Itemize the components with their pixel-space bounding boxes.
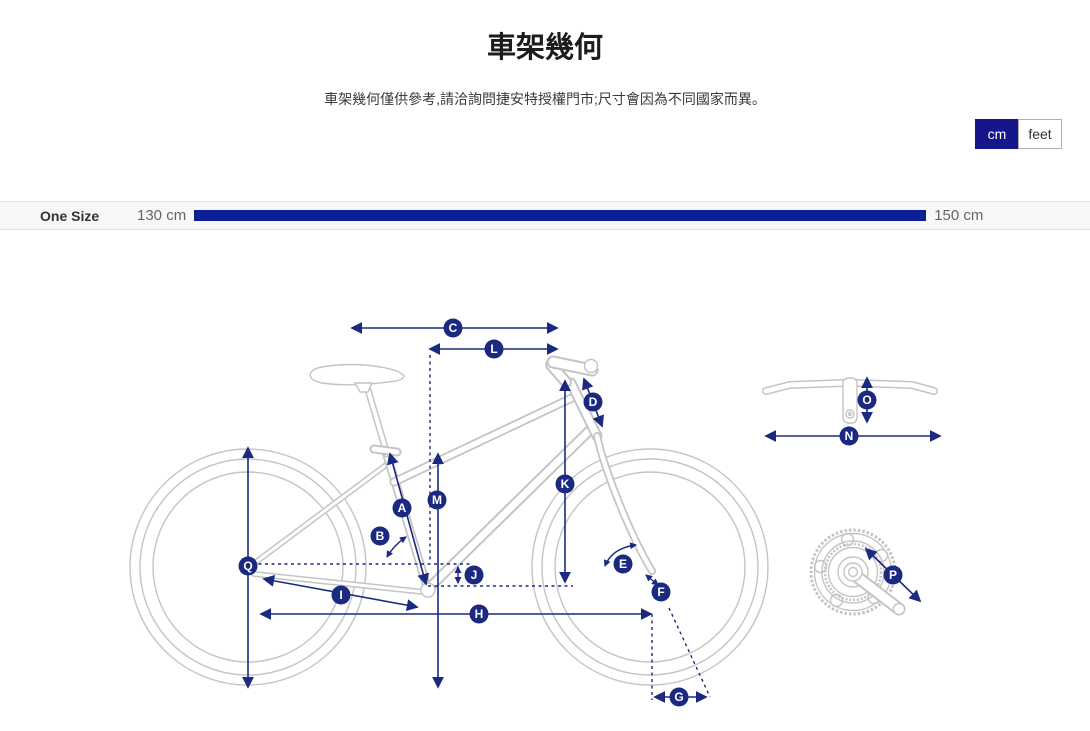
size-name: One Size: [40, 207, 100, 224]
handlebar-front-view: [762, 377, 938, 424]
marker-B: B: [370, 526, 390, 546]
svg-text:K: K: [561, 477, 570, 491]
marker-H: H: [469, 604, 489, 624]
reference-lines: [252, 355, 711, 700]
svg-text:E: E: [619, 557, 627, 571]
marker-E: E: [613, 554, 633, 574]
marker-M: M: [427, 490, 447, 510]
grip-end: [583, 358, 599, 374]
bottom-bracket: [420, 582, 436, 598]
unit-cm-button[interactable]: cm: [975, 119, 1019, 149]
bike-side-view: [129, 355, 769, 686]
marker-J: J: [464, 565, 484, 585]
unit-feet-button[interactable]: feet: [1018, 119, 1062, 149]
saddle-clamp: [353, 382, 374, 393]
marker-K: K: [555, 474, 575, 494]
size-max-value: 150 cm: [934, 207, 984, 224]
marker-C: C: [443, 318, 463, 338]
marker-D: D: [583, 392, 603, 412]
marker-L: L: [484, 339, 504, 359]
svg-text:B: B: [376, 529, 385, 543]
size-min-value: 130 cm: [137, 207, 187, 224]
marker-O: O: [857, 390, 877, 410]
saddle: [309, 363, 405, 386]
stem-clamp: [842, 377, 858, 424]
size-range-bar: [194, 210, 927, 221]
pedal-hole: [892, 602, 906, 616]
marker-G: G: [669, 687, 689, 707]
marker-Q: Q: [238, 556, 258, 576]
svg-text:A: A: [398, 501, 407, 515]
geometry-diagram: C L A B J Q I H M K D E F G N O P: [0, 290, 1090, 726]
front-wheel: [531, 448, 769, 686]
svg-text:L: L: [490, 342, 497, 356]
marker-I: I: [331, 585, 351, 605]
marker-P: P: [883, 565, 903, 585]
marker-F: F: [651, 582, 671, 602]
svg-text:F: F: [657, 585, 664, 599]
page-subtitle: 車架幾何僅供參考,請洽詢問捷安特授權門市;尺寸會因為不同國家而異。: [324, 91, 766, 107]
svg-text:C: C: [449, 321, 458, 335]
page-title: 車架幾何: [486, 32, 603, 64]
svg-text:P: P: [889, 568, 897, 582]
svg-text:H: H: [475, 607, 484, 621]
size-row: One Size 130 cm 150 cm: [0, 201, 1090, 230]
svg-text:O: O: [862, 393, 871, 407]
svg-text:M: M: [432, 493, 442, 507]
svg-text:I: I: [339, 588, 342, 602]
marker-A: A: [392, 498, 412, 518]
svg-text:Q: Q: [243, 559, 252, 573]
unit-toggle: cm feet: [975, 119, 1062, 149]
marker-N: N: [839, 426, 859, 446]
svg-text:D: D: [589, 395, 598, 409]
dimension-markers: C L A B J Q I H M K D E F G N O P: [238, 318, 903, 707]
svg-text:N: N: [845, 429, 854, 443]
svg-text:J: J: [471, 568, 478, 582]
svg-text:G: G: [674, 690, 683, 704]
